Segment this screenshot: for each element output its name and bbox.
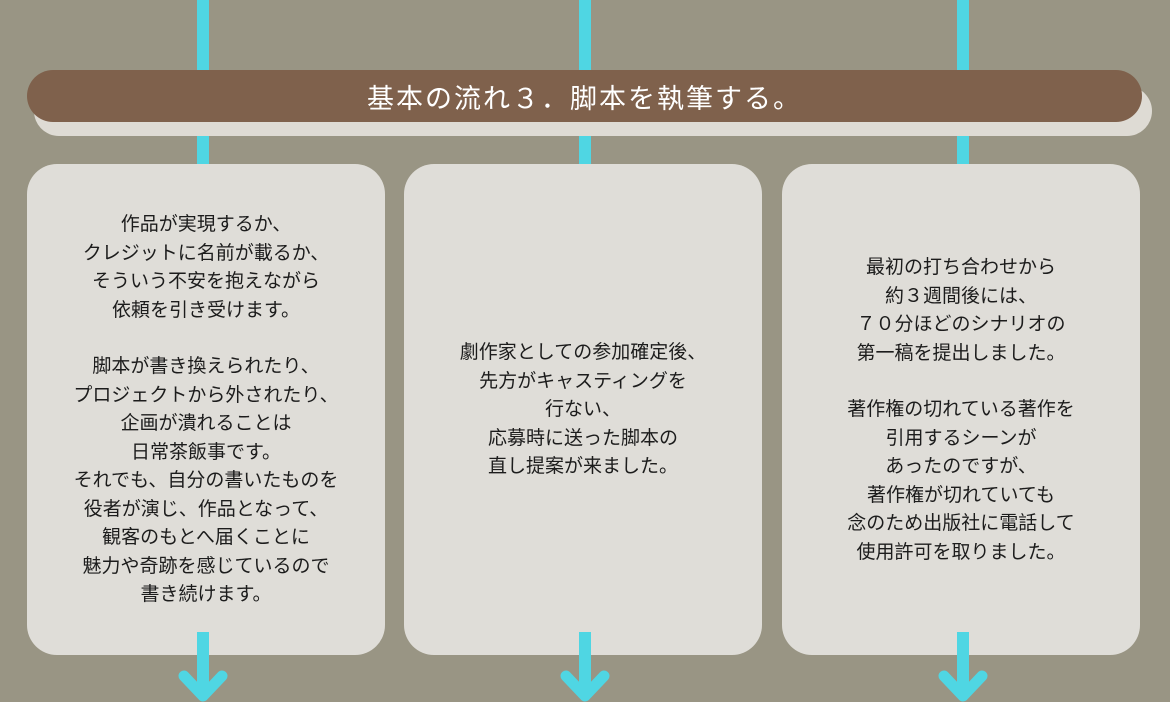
card-text-line: そういう不安を抱えながら xyxy=(91,270,320,293)
card-text-line: 企画が潰れることは xyxy=(120,412,292,435)
card-paragraph: 著作権の切れている著作を引用するシーンがあったのですが、著作権が切れていても念の… xyxy=(847,395,1074,566)
step-card-1: 作品が実現するか、クレジットに名前が載るか、そういう不安を抱えながら依頼を引き受… xyxy=(27,164,385,655)
card-text-line: 作品が実現するか、 xyxy=(120,213,292,236)
section-banner: 基本の流れ３．脚本を執筆する。 xyxy=(27,70,1142,122)
card-text-line: 著作権が切れていても xyxy=(867,483,1055,506)
card-text-line: 先方がキャスティングを xyxy=(479,369,687,392)
card-text-line: 依頼を引き受けます。 xyxy=(111,298,301,321)
connector-line-top-2 xyxy=(579,0,591,72)
step-card-2: 劇作家としての参加確定後、先方がキャスティングを行ない、応募時に送った脚本の直し… xyxy=(404,164,762,655)
card-text-line: 念のため出版社に電話して xyxy=(847,512,1075,534)
card-text-line: 引用するシーンが xyxy=(885,426,1037,449)
card-text-line: それでも、自分の書いたものを xyxy=(73,469,339,492)
card-text-line: 日常茶飯事です。 xyxy=(130,440,282,463)
connector-line-top-3 xyxy=(957,0,969,72)
card-text-line: 役者が演じ、作品となって、 xyxy=(83,497,329,520)
card-text-line: クレジットに名前が載るか、 xyxy=(82,241,330,264)
card-text-line: 脚本が書き換えられたり、 xyxy=(92,355,320,378)
card-paragraph: 劇作家としての参加確定後、先方がキャスティングを行ない、応募時に送った脚本の直し… xyxy=(460,338,706,481)
card-text-line: 書き続けます。 xyxy=(140,583,272,606)
card-text-line: ７０分ほどのシナリオの xyxy=(856,313,1066,335)
card-text-line: 第一稿を提出しました。 xyxy=(856,341,1066,364)
card-text-line: あったのですが、 xyxy=(885,455,1037,477)
card-text-line: 使用許可を取りました。 xyxy=(856,540,1066,563)
banner-title: 基本の流れ３．脚本を執筆する。 xyxy=(367,83,802,115)
card-text-line: 観客のもとへ届くことに xyxy=(102,526,310,549)
card-text-line: 行ない、 xyxy=(544,398,621,421)
card-text-line: 最初の打ち合わせから xyxy=(865,256,1056,278)
card-text-line: 魅力や奇跡を感じているので xyxy=(82,554,330,577)
card-text-line: 劇作家としての参加確定後、 xyxy=(459,341,707,364)
card-text-line: 応募時に送った脚本の xyxy=(487,426,678,449)
card-text-line: 約３週間後には、 xyxy=(884,284,1037,307)
connector-line-top-1 xyxy=(197,0,209,72)
card-text-line: 著作権の切れている著作を xyxy=(847,398,1075,420)
card-text-line: 直し提案が来ました。 xyxy=(487,455,678,478)
card-paragraph: 作品が実現するか、クレジットに名前が載るか、そういう不安を抱えながら依頼を引き受… xyxy=(83,210,330,324)
card-paragraph: 最初の打ち合わせから約３週間後には、 ７０分ほどのシナリオの第一稿を提出しました。 xyxy=(856,253,1065,367)
card-paragraph: 脚本が書き換えられたり、プロジェクトから外されたり、企画が潰れることは日常茶飯事… xyxy=(73,352,338,609)
card-text-line: プロジェクトから外されたり、 xyxy=(73,383,339,406)
step-card-3: 最初の打ち合わせから約３週間後には、 ７０分ほどのシナリオの第一稿を提出しました。… xyxy=(782,164,1140,655)
